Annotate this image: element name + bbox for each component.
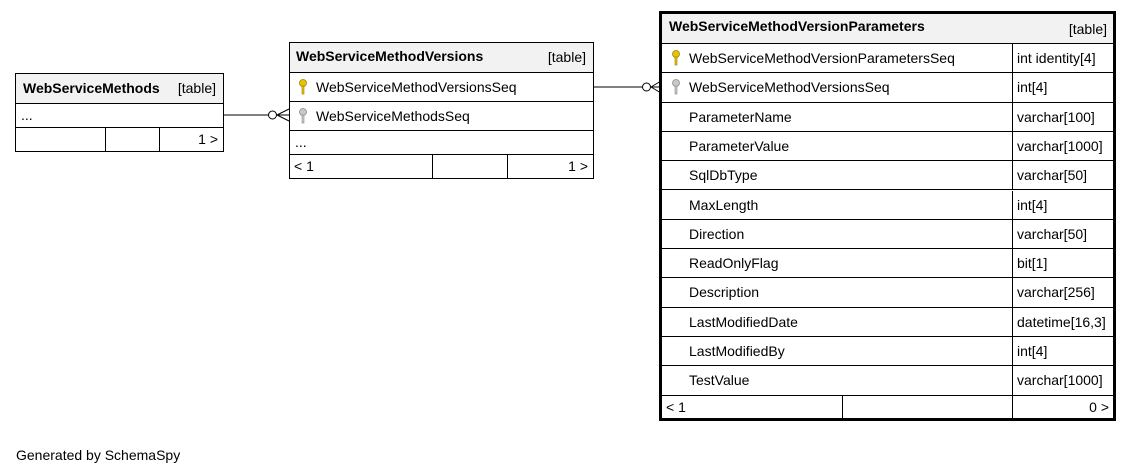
column-divider bbox=[1012, 73, 1013, 102]
table-type-tag: [table] bbox=[177, 80, 216, 96]
column-row[interactable]: ParameterValue varchar[1000] bbox=[662, 131, 1113, 162]
methods-to-versions-relationship[interactable] bbox=[224, 108, 290, 122]
column-row[interactable]: TestValue varchar[1000] bbox=[662, 366, 1113, 396]
column-divider bbox=[1012, 278, 1013, 307]
more-columns-ellipsis: ... bbox=[290, 131, 593, 155]
column-name[interactable]: ReadOnlyFlag bbox=[689, 255, 779, 272]
column-name[interactable]: TestValue bbox=[689, 372, 750, 389]
column-type: datetime[16,3] bbox=[1017, 313, 1106, 330]
table-footer: 1 > bbox=[16, 128, 223, 151]
column-row[interactable]: ReadOnlyFlag bit[1] bbox=[662, 249, 1113, 279]
column-name[interactable]: WebServiceMethodVersionsSeq bbox=[689, 79, 890, 96]
primary-key-icon bbox=[672, 50, 680, 66]
table-footer: < 1 0 > bbox=[662, 396, 1113, 419]
column-row[interactable]: LastModifiedBy int[4] bbox=[662, 337, 1113, 367]
footer-divider bbox=[507, 155, 508, 178]
column-row[interactable]: Description varchar[256] bbox=[662, 278, 1113, 308]
table-web-service-methods[interactable]: WebServiceMethods [table] ... 1 > bbox=[15, 73, 224, 152]
column-row[interactable]: WebServiceMethodVersionParametersSeq int … bbox=[662, 44, 1113, 74]
column-row[interactable]: Direction varchar[50] bbox=[662, 219, 1113, 250]
table-name[interactable]: WebServiceMethodVersionParameters bbox=[669, 18, 925, 34]
generated-by-footer: Generated by SchemaSpy bbox=[16, 447, 181, 463]
column-type: varchar[100] bbox=[1017, 108, 1095, 125]
foreign-key-icon bbox=[672, 79, 680, 95]
more-columns-ellipsis: ... bbox=[16, 104, 223, 128]
table-name[interactable]: WebServiceMethodVersions bbox=[296, 48, 484, 64]
column-divider bbox=[1012, 44, 1013, 73]
column-divider bbox=[1012, 161, 1013, 190]
column-name[interactable]: WebServiceMethodVersionParametersSeq bbox=[689, 50, 955, 66]
column-row[interactable]: ParameterName varchar[100] bbox=[662, 102, 1113, 132]
column-type: bit[1] bbox=[1017, 255, 1048, 272]
ellipsis-text: ... bbox=[21, 107, 33, 123]
column-type: varchar[50] bbox=[1017, 167, 1088, 184]
footer-divider bbox=[1012, 396, 1013, 419]
column-row[interactable]: MaxLength int[4] bbox=[662, 190, 1113, 220]
column-name[interactable]: LastModifiedDate bbox=[689, 313, 798, 330]
child-count[interactable]: 1 > bbox=[568, 158, 588, 174]
column-type: int[4] bbox=[1017, 79, 1048, 96]
column-row[interactable]: WebServiceMethodsSeq bbox=[290, 102, 593, 131]
table-header[interactable]: WebServiceMethodVersions [table] bbox=[290, 43, 593, 73]
column-row[interactable]: WebServiceMethodVersionsSeq int[4] bbox=[662, 73, 1113, 103]
column-divider bbox=[1012, 131, 1013, 161]
column-type: int identity[4] bbox=[1017, 50, 1096, 66]
column-divider bbox=[1012, 190, 1013, 219]
column-name[interactable]: LastModifiedBy bbox=[689, 343, 785, 359]
column-name[interactable]: SqlDbType bbox=[689, 167, 758, 184]
column-type: int[4] bbox=[1017, 196, 1048, 213]
table-header[interactable]: WebServiceMethods [table] bbox=[16, 74, 223, 104]
column-type: int[4] bbox=[1017, 343, 1048, 359]
column-divider bbox=[1012, 249, 1013, 278]
column-row[interactable]: WebServiceMethodVersionsSeq bbox=[290, 73, 593, 102]
column-name[interactable]: ParameterValue bbox=[689, 137, 790, 154]
column-row[interactable]: LastModifiedDate datetime[16,3] bbox=[662, 307, 1113, 337]
column-divider bbox=[1012, 337, 1013, 366]
footer-divider bbox=[105, 128, 106, 151]
column-divider bbox=[1012, 102, 1013, 131]
parent-count[interactable]: < 1 bbox=[666, 399, 686, 415]
foreign-key-icon bbox=[299, 108, 307, 124]
versions-to-parameters-relationship[interactable] bbox=[594, 80, 662, 94]
column-name[interactable]: Description bbox=[689, 284, 760, 301]
table-name[interactable]: WebServiceMethods bbox=[23, 80, 160, 96]
column-type: varchar[50] bbox=[1017, 225, 1088, 242]
column-type: varchar[1000] bbox=[1017, 372, 1103, 389]
column-type: varchar[1000] bbox=[1017, 137, 1103, 154]
column-type: varchar[256] bbox=[1017, 284, 1095, 301]
column-name[interactable]: WebServiceMethodVersionsSeq bbox=[316, 79, 517, 95]
footer-divider bbox=[842, 396, 843, 419]
primary-key-icon bbox=[299, 79, 307, 95]
table-footer: < 1 1 > bbox=[290, 155, 593, 178]
column-row[interactable]: SqlDbType varchar[50] bbox=[662, 161, 1113, 191]
column-name[interactable]: MaxLength bbox=[689, 196, 759, 213]
child-count[interactable]: 1 > bbox=[198, 131, 218, 147]
table-web-service-method-version-parameters[interactable]: WebServiceMethodVersionParameters [table… bbox=[659, 11, 1116, 421]
footer-divider bbox=[432, 155, 433, 178]
ellipsis-text: ... bbox=[295, 134, 307, 150]
column-name[interactable]: ParameterName bbox=[689, 108, 792, 125]
footer-divider bbox=[159, 128, 160, 151]
column-divider bbox=[1012, 366, 1013, 395]
table-type-tag: [table] bbox=[1068, 21, 1107, 37]
child-count[interactable]: 0 > bbox=[1089, 399, 1109, 415]
column-divider bbox=[1012, 307, 1013, 336]
parent-count[interactable]: < 1 bbox=[294, 158, 314, 174]
column-divider bbox=[1012, 219, 1013, 249]
table-header[interactable]: WebServiceMethodVersionParameters [table… bbox=[662, 14, 1113, 44]
table-web-service-method-versions[interactable]: WebServiceMethodVersions [table] WebServ… bbox=[289, 42, 594, 179]
table-type-tag: [table] bbox=[547, 49, 586, 65]
column-name[interactable]: WebServiceMethodsSeq bbox=[316, 108, 470, 124]
column-name[interactable]: Direction bbox=[689, 225, 745, 242]
